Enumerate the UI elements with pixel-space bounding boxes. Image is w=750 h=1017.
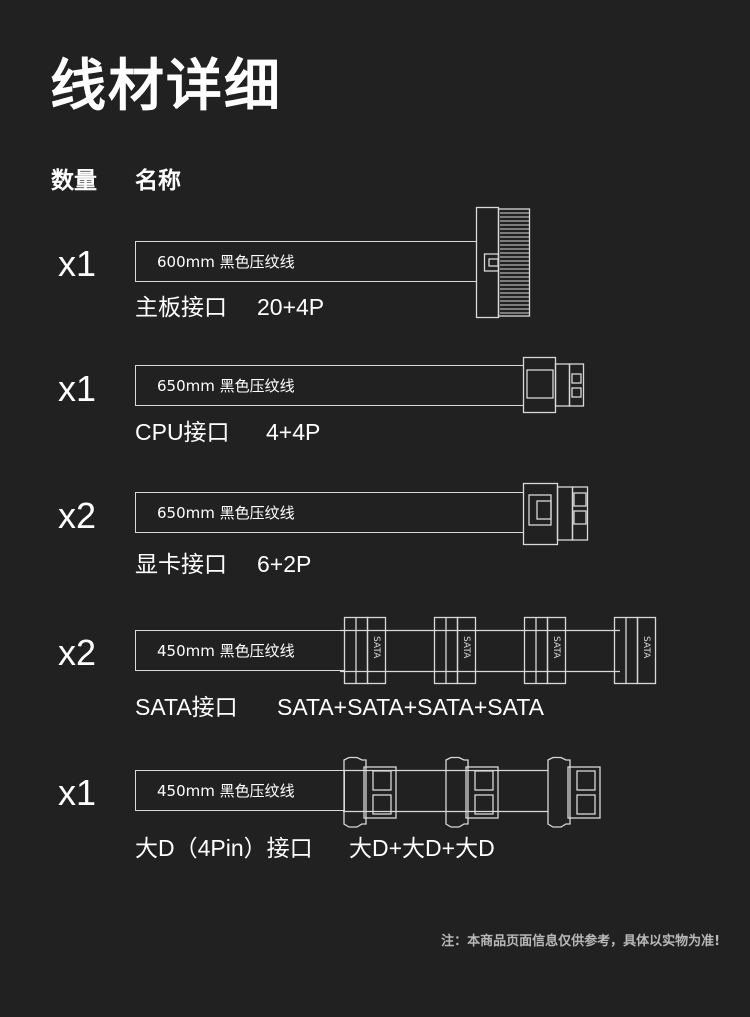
cable-row-cpu: x1 650mm 黑色压纹线 CPU接口 4+4P [0,356,750,477]
sata-label: SATA [551,636,561,659]
quantity-value: x1 [58,772,97,813]
connector-name: 大D（4Pin）接口 [135,835,313,861]
cable-row-sata: x2 450mm 黑色压纹线 SATA SATA SATA SAT [0,615,750,735]
quantity-value: x1 [58,243,97,284]
connector-spec: 4+4P [266,419,321,445]
sata-label: SATA [461,636,471,659]
cable-bar: 450mm 黑色压纹线 [135,630,345,671]
connector-caption: 显卡接口 6+2P [135,549,311,579]
cable-bar: 650mm 黑色压纹线 [135,492,524,533]
sata-label: SATA [641,636,651,659]
connector-name: CPU接口 [135,419,230,445]
connector-spec: 大D+大D+大D [349,835,495,861]
pcie-8pin-connector-icon [522,482,589,546]
connector-caption: CPU接口 4+4P [135,417,320,447]
connector-caption: SATA接口 SATA+SATA+SATA+SATA [135,692,544,722]
sata-label: SATA [371,636,381,659]
connector-name: 主板接口 [135,294,227,320]
connector-spec: SATA+SATA+SATA+SATA [277,694,544,720]
disclaimer-note: 注：本商品页面信息仅供参考，具体以实物为准! [441,934,720,949]
header-name: 名称 [135,168,181,194]
connector-name: SATA接口 [135,694,238,720]
sata-connector-icon: SATA SATA SATA SATA [340,616,657,685]
quantity-value: x2 [58,632,97,673]
connector-caption: 主板接口 20+4P [135,292,324,322]
eps-8pin-connector-icon [522,356,585,414]
header-quantity: 数量 [51,168,97,194]
quantity-value: x2 [58,495,97,536]
cable-label: 450mm 黑色压纹线 [157,642,295,660]
cable-label: 650mm 黑色压纹线 [157,377,295,395]
connector-caption: 大D（4Pin）接口 大D+大D+大D [135,833,495,863]
cable-bar: 450mm 黑色压纹线 [135,770,345,811]
connector-spec: 6+2P [257,551,312,577]
cable-row-molex: x1 450mm 黑色压纹线 大D（4Pin）接口 大D+大D+大D [0,755,750,875]
cable-row-gpu: x2 650mm 黑色压纹线 显卡接口 6+2P [0,482,750,603]
molex-connector-icon [343,756,601,828]
cable-bar: 650mm 黑色压纹线 [135,365,524,406]
cable-label: 450mm 黑色压纹线 [157,782,295,800]
page-title: 线材详细 [50,54,282,119]
connector-spec: 20+4P [257,294,325,320]
cable-bar: 600mm 黑色压纹线 [135,241,477,282]
cable-label: 600mm 黑色压纹线 [157,253,295,271]
cable-label: 650mm 黑色压纹线 [157,504,295,522]
cable-row-motherboard: x1 600mm 黑色压纹线 主板接口 20+4P [0,206,750,327]
quantity-value: x1 [58,368,97,409]
atx-24pin-connector-icon [475,206,531,319]
connector-name: 显卡接口 [135,551,227,577]
